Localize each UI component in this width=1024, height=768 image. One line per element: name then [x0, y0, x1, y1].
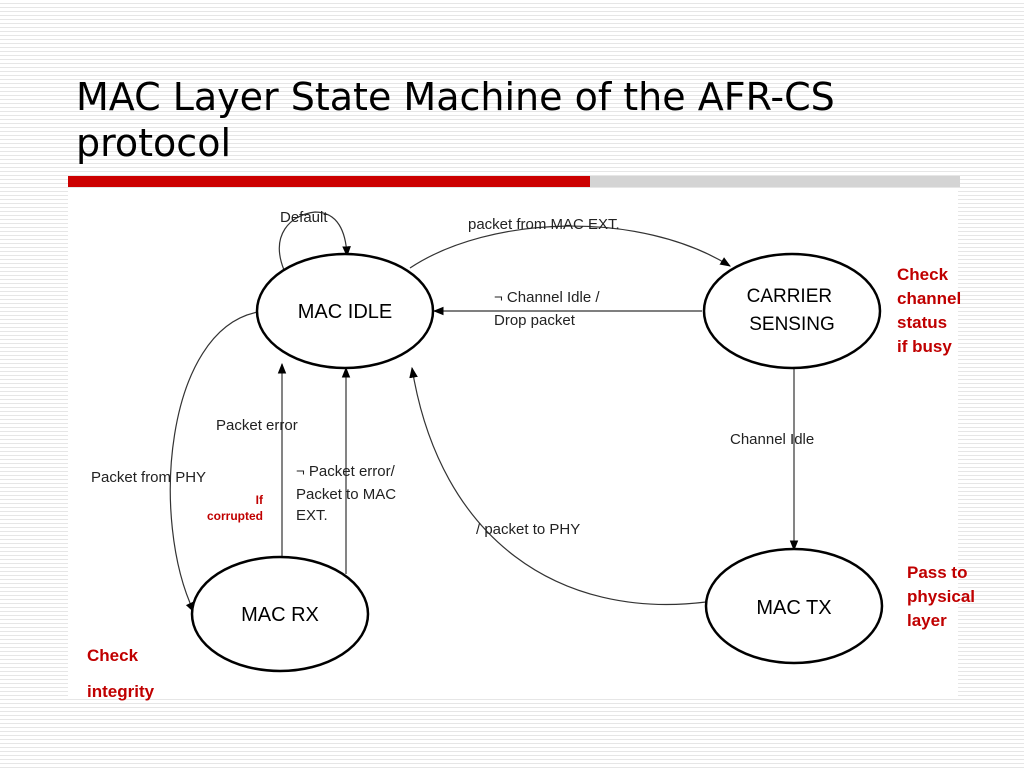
annotation-line: layer: [907, 611, 947, 630]
title-underline-grey: [590, 176, 960, 187]
state-label-mac-idle: MAC IDLE: [298, 301, 392, 323]
transition-label-channel-idle: Channel Idle: [730, 431, 814, 448]
title-underline-red: [68, 176, 590, 187]
state-label-carrier-line1: CARRIER: [747, 286, 833, 307]
annotation-pass-to-physical: Pass to physical layer: [907, 561, 975, 633]
annotation-line: Pass to: [907, 563, 968, 582]
transition-label-packet-error: Packet error: [216, 417, 298, 434]
state-label-carrier-line2: SENSING: [749, 314, 835, 335]
idle-to-carrier-arrow: [409, 225, 731, 269]
annotation-check-integrity: Check integrity: [87, 638, 154, 710]
state-label-mac-rx: MAC RX: [241, 604, 319, 626]
annotation-line: if busy: [897, 337, 952, 356]
state-label-tx-line: MAC TX: [756, 597, 831, 619]
slide-title: MAC Layer State Machine of the AFR-CS pr…: [76, 75, 835, 165]
tx-to-idle-arrow: [409, 366, 707, 606]
annotation-line: If: [255, 493, 263, 507]
annotation-line: physical: [907, 587, 976, 606]
idle-to-rx-arrow: [169, 311, 259, 613]
transition-label-packet-ok: ¬ Packet error/ Packet to MAC EXT.: [296, 463, 400, 524]
transition-label-packet-to-phy: / packet to PHY: [476, 521, 580, 538]
transition-label-packet-from-mac-ext: packet from MAC EXT.: [468, 216, 620, 233]
state-label-idle-line: MAC IDLE: [298, 301, 392, 323]
annotation-line: integrity: [87, 682, 155, 701]
annotation-line: corrupted: [206, 509, 263, 523]
annotation-line: status: [897, 313, 948, 332]
annotation-check-channel: Check channel status if busy: [897, 263, 961, 359]
annotation-line: channel: [897, 289, 962, 308]
annotation-if-corrupted: If corrupted: [186, 492, 263, 524]
annotation-line: Check: [87, 646, 139, 665]
transition-label-default: Default: [280, 209, 328, 226]
annotation-line: Check: [897, 265, 949, 284]
state-label-mac-tx: MAC TX: [756, 597, 831, 619]
state-mac-idle: [255, 252, 435, 370]
state-label-carrier: CARRIER SENSING: [747, 286, 838, 335]
state-carrier-sensing: [702, 252, 882, 370]
state-mac-tx: [704, 547, 884, 665]
transition-label-channel-busy: ¬ Channel Idle / Drop packet: [494, 289, 604, 329]
default-loop-arrow: [278, 211, 351, 271]
state-label-rx-line: MAC RX: [241, 604, 319, 626]
state-mac-rx: [190, 555, 370, 673]
transition-label-packet-from-phy: Packet from PHY: [91, 469, 206, 486]
